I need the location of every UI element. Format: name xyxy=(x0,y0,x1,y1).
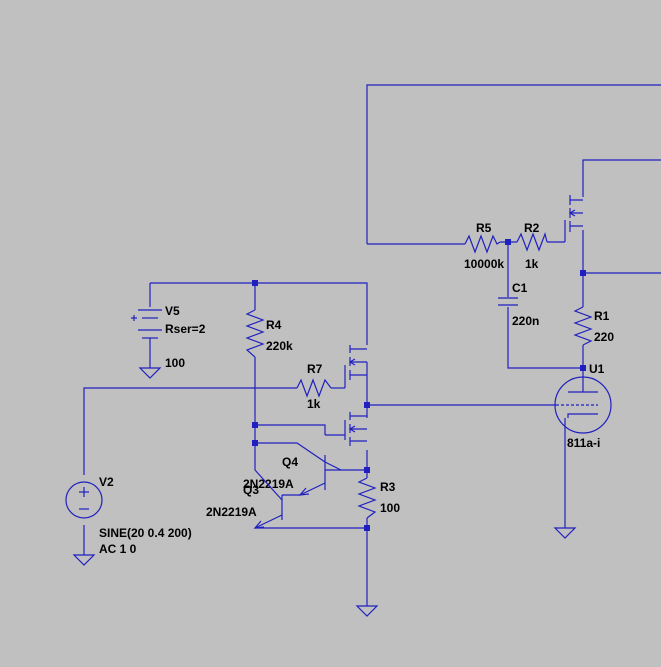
r2-value: 1k xyxy=(525,257,539,271)
v2-value: SINE(20 0.4 200) xyxy=(99,526,192,540)
u1-value: 811a-i xyxy=(567,436,600,450)
resistor-r5[interactable] xyxy=(464,234,501,254)
transistor-q4[interactable] xyxy=(298,455,342,496)
resistor-r1[interactable] xyxy=(573,306,593,346)
q3-ref: Q3 xyxy=(243,483,259,497)
resistor-r7[interactable] xyxy=(296,378,332,398)
resistor-r3[interactable] xyxy=(357,477,377,519)
mosfet-upper[interactable] xyxy=(344,345,367,388)
r7-value: 1k xyxy=(307,397,321,411)
voltage-source-v2[interactable] xyxy=(65,481,103,519)
u1-ref: U1 xyxy=(589,362,605,376)
c1-ref: C1 xyxy=(512,281,528,295)
q3-value: 2N2219A xyxy=(206,505,257,519)
c1-value: 220n xyxy=(512,314,539,328)
ground-icon xyxy=(553,527,577,539)
r3-ref: R3 xyxy=(380,480,396,494)
r3-value: 100 xyxy=(380,501,400,515)
ground-icon xyxy=(355,605,379,617)
q4-value: 2N2219A xyxy=(243,477,294,491)
v2-ref: V2 xyxy=(99,475,114,489)
ground-icon xyxy=(138,367,162,379)
r1-value: 220 xyxy=(594,330,614,344)
v5-param: Rser=2 xyxy=(165,322,206,336)
r5-ref: R5 xyxy=(476,221,492,235)
junction-dots xyxy=(252,239,586,531)
capacitor-c1[interactable] xyxy=(498,297,518,306)
r4-value: 220k xyxy=(266,339,293,353)
mosfet-lower[interactable] xyxy=(325,412,367,446)
battery-v5[interactable] xyxy=(131,309,162,350)
v5-value: 100 xyxy=(165,356,185,370)
r7-ref: R7 xyxy=(307,362,323,376)
q4-ref: Q4 xyxy=(282,455,298,469)
r1-ref: R1 xyxy=(594,309,610,323)
r2-ref: R2 xyxy=(524,221,540,235)
ground-icon xyxy=(72,554,96,566)
r4-ref: R4 xyxy=(266,318,282,332)
r5-value: 10000k xyxy=(464,257,504,271)
v2-ac: AC 1 0 xyxy=(99,542,137,556)
resistor-r4[interactable] xyxy=(245,309,265,358)
resistor-r2[interactable] xyxy=(516,231,548,252)
v5-ref: V5 xyxy=(165,304,180,318)
vacuum-tube-u1[interactable] xyxy=(554,376,612,434)
transistor-q3[interactable] xyxy=(253,469,300,529)
mosfet-top-right[interactable] xyxy=(564,195,583,242)
